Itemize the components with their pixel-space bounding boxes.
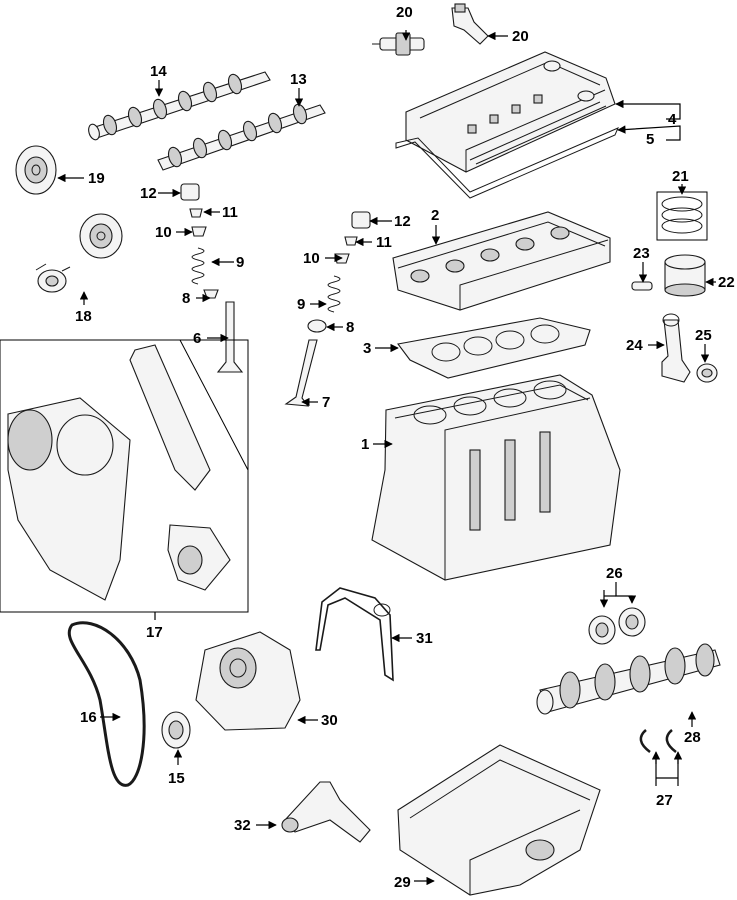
rear-seal-gasket-part-31: [315, 587, 394, 682]
valve-train-left: [180, 183, 244, 373]
callout-4: 4: [668, 111, 677, 128]
callout-11a: 11: [222, 204, 238, 221]
seal-cover-part: [167, 524, 231, 591]
callout-3-visible: 3: [363, 340, 371, 357]
timing-belt-part-16: [67, 621, 146, 787]
callout-2: 2: [431, 207, 439, 224]
main-bearing-part-26a: [588, 615, 616, 645]
callout-23: 23: [633, 245, 650, 262]
timing-cover-group-frame: [0, 339, 249, 613]
callout-6: 6: [193, 330, 201, 347]
callout-22: 22: [718, 274, 735, 291]
crank-sprocket-part-15: [161, 711, 191, 749]
callout-7: 7: [322, 394, 330, 411]
cam-gear-part-19a: [15, 145, 57, 195]
engine-block-part-1: [371, 374, 621, 581]
callout-31: 31: [416, 630, 433, 647]
timing-cover-part-18: [7, 397, 131, 601]
callout-11b: 11: [376, 234, 392, 251]
callout-18: 17: [146, 624, 163, 641]
callout-8a: 8: [182, 290, 190, 307]
thrust-washer-part-27: [639, 729, 677, 753]
camshaft-part-13: [157, 103, 326, 171]
callout-20a: 20: [396, 4, 413, 21]
callout-19: 19: [88, 170, 105, 187]
piston-pin-part-23: [631, 281, 653, 291]
rod-bearing-part-25: [696, 363, 718, 383]
leader-lines: [57, 30, 716, 886]
crankshaft-part-28: [536, 643, 721, 715]
callout-20b: 20: [512, 28, 529, 45]
callout-16: 16: [80, 709, 97, 726]
connecting-rod-part-24: [661, 313, 691, 383]
callout-30: 30: [321, 712, 338, 729]
tensioner-part-17: [35, 263, 71, 293]
callout-28: 28: [684, 729, 701, 746]
callout-14: 14: [150, 63, 167, 80]
callout-32: 32: [234, 817, 251, 834]
callout-8b: 8: [346, 319, 354, 336]
callout-9b: 9: [297, 296, 305, 313]
timing-cover-frame-slant: [179, 339, 249, 471]
timing-guide-part: [129, 344, 211, 491]
main-bearing-part-26b: [618, 607, 646, 637]
callout-29: 29: [394, 874, 411, 891]
callout-5: 5: [646, 131, 654, 148]
cylinder-head-part-2: [392, 211, 611, 311]
camshaft-part-14: [88, 71, 271, 141]
head-gasket-part-3: [397, 317, 591, 379]
piston-rings-part-21: [656, 191, 708, 241]
callout-10b: 10: [303, 250, 320, 267]
callout-24: 24: [626, 337, 643, 354]
callout-9a: 9: [236, 254, 244, 271]
callout-26: 26: [606, 565, 623, 582]
callout-10a: 10: [155, 224, 172, 241]
callout-labels: 20 20 14 13 4 5 19 12 21 11 2 12 10 11 2…: [75, 4, 735, 891]
callout-1: 1: [361, 436, 369, 453]
oil-pump-part-30: [195, 631, 301, 731]
callout-12b: 12: [394, 213, 411, 230]
callout-17: 18: [75, 308, 92, 325]
oil-pan-part-29: [397, 744, 601, 896]
callout-25: 25: [695, 327, 712, 344]
piston-part-22: [664, 254, 706, 297]
sensor-part-20a: [372, 32, 425, 56]
callout-27: 27: [656, 792, 673, 809]
callout-21: 21: [672, 168, 689, 185]
callout-15: 15: [168, 770, 185, 787]
oil-pickup-part-32: [281, 781, 371, 843]
callout-12a: 12: [140, 185, 157, 202]
sensor-part-20b: [451, 3, 489, 45]
cam-gear-part-19b: [79, 213, 123, 259]
valve-cover-part-4: [405, 51, 616, 173]
callout-13: 13: [290, 71, 307, 88]
